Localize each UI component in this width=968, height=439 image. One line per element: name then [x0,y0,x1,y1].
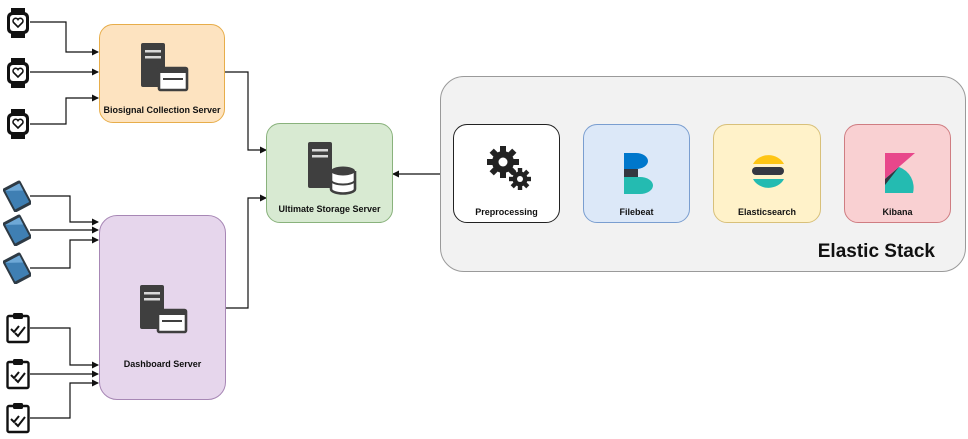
elastic-stack-title: Elastic Stack [817,241,935,262]
connector-tablet-1 [30,195,99,226]
kibana-label: Kibana [882,207,913,217]
connector-watch-3 [30,94,99,125]
biosignal-collection-server-node[interactable]: Biosignal Collection Server [99,24,225,123]
server-window-icon [141,43,189,92]
connector-clipboard-3 [30,379,99,419]
connector-tablet-3 [30,236,99,269]
gears-icon [487,146,531,190]
clipboard-check-icon [6,313,30,344]
elasticsearch-label: Elasticsearch [737,207,797,217]
connector-clipboard-1 [30,327,99,369]
elasticsearch-logo-icon [752,155,784,188]
smartwatch-icon [7,58,29,88]
tablet-icon [3,214,31,246]
server-window-icon [140,285,188,334]
dashboard-server-label: Dashboard Server [123,359,202,369]
clipboard-check-icon [6,359,30,390]
preprocessing-node[interactable]: Preprocessing [453,124,560,223]
ultimate-storage-server-node[interactable]: Ultimate Storage Server [266,123,393,223]
smartwatch-icon [7,8,29,38]
clipboard-check-icon [6,403,30,434]
ultimate-storage-server-label: Ultimate Storage Server [278,204,381,214]
server-database-icon [308,142,357,195]
filebeat-logo-icon [624,153,653,194]
kibana-logo-icon [885,153,915,193]
tablet-icon [3,180,31,212]
kibana-node[interactable]: Kibana [844,124,951,223]
elasticsearch-node[interactable]: Elasticsearch [713,124,821,223]
connector-watch-1 [30,21,99,56]
biosignal-collection-server-label: Biosignal Collection Server [103,105,221,115]
connector-dashboard-storage [226,194,267,309]
connector-biosignal-storage [225,71,267,154]
dashboard-server-node[interactable]: Dashboard Server [99,215,226,400]
preprocessing-label: Preprocessing [475,207,538,217]
filebeat-label: Filebeat [619,207,654,217]
tablet-icon [3,252,31,284]
smartwatch-icon [7,109,29,139]
filebeat-node[interactable]: Filebeat [583,124,690,223]
